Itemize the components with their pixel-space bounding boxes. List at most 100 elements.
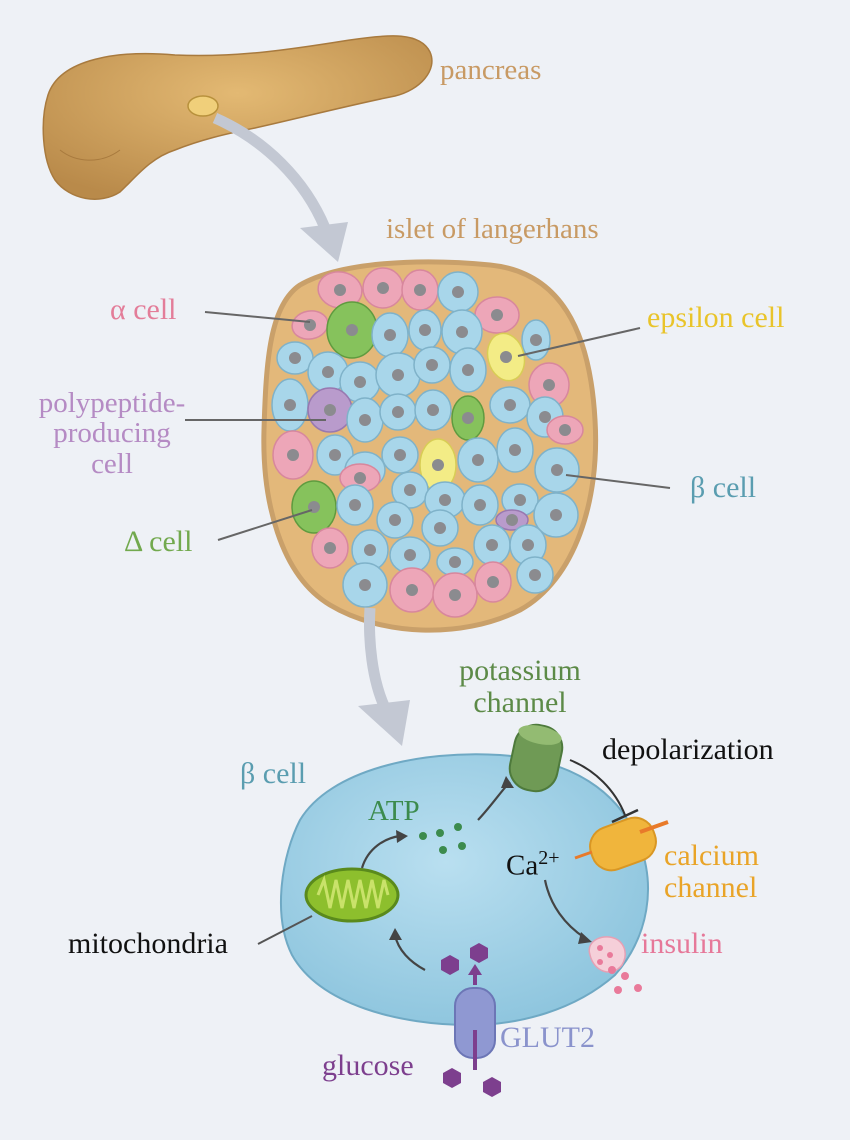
calcium-ion-base: Ca: [506, 849, 539, 882]
cell-nucleus: [456, 326, 468, 338]
potassium-label-line1: potassium: [459, 654, 581, 687]
cell-nucleus: [462, 364, 474, 376]
cell-nucleus: [392, 406, 404, 418]
cell-nucleus: [462, 412, 474, 424]
cell-nucleus: [354, 472, 366, 484]
cell-nucleus: [329, 449, 341, 461]
beta-cell-label: β cell: [690, 471, 757, 504]
cell-nucleus: [559, 424, 571, 436]
cell-nucleus: [334, 284, 346, 296]
cell-nucleus: [404, 549, 416, 561]
cell-nucleus: [452, 286, 464, 298]
glucose-label: glucose: [322, 1049, 414, 1082]
beta-cell-large-label: β cell: [240, 757, 307, 790]
cell-nucleus: [354, 376, 366, 388]
pp-cell-label-line1: polypeptide-: [38, 387, 186, 419]
calcium-ion-label: Ca2+: [506, 848, 560, 881]
cell-nucleus: [486, 539, 498, 551]
cell-nucleus: [392, 369, 404, 381]
cell-nucleus: [346, 324, 358, 336]
epsilon-cell-label: epsilon cell: [647, 301, 785, 334]
potassium-label-line2: channel: [473, 685, 567, 719]
cell-nucleus: [406, 584, 418, 596]
insulin-label: insulin: [641, 927, 723, 960]
cell-nucleus: [487, 576, 499, 588]
leader-lines: [185, 311, 671, 541]
delta-cell-label: Δ cell: [124, 525, 193, 558]
cell-nucleus: [322, 366, 334, 378]
cell-nucleus: [434, 522, 446, 534]
islet-spot: [187, 95, 219, 117]
cell-nucleus: [491, 309, 503, 321]
calcium-ion-charge: 2+: [538, 847, 560, 869]
cell-nucleus: [439, 494, 451, 506]
calcium-label-line1: calcium: [664, 839, 759, 872]
cell-nucleus: [384, 329, 396, 341]
glucose-molecules: [441, 943, 501, 1097]
cell-nucleus: [449, 556, 461, 568]
cell-nucleus: [359, 414, 371, 426]
beta-cell-large: [279, 753, 649, 1027]
pp-cell-label-line2: producing: [53, 417, 171, 450]
cell-nucleus: [359, 579, 371, 591]
cell-nucleus: [551, 464, 563, 476]
pp-cell-label-line3: cell: [91, 447, 133, 480]
cell-nucleus: [414, 284, 426, 296]
insulin-vesicle: [588, 936, 642, 994]
cell-nucleus: [504, 399, 516, 411]
mitochondria-label: mitochondria: [68, 927, 228, 960]
potassium-channel: [508, 723, 564, 793]
cell-nucleus: [449, 589, 461, 601]
cell-nucleus: [287, 449, 299, 461]
cell-nucleus: [404, 484, 416, 496]
cell-nucleus: [324, 542, 336, 554]
islet-label: islet of langerhans: [386, 213, 599, 245]
cell-nucleus: [324, 404, 336, 416]
arrow-to-islet: [212, 112, 331, 231]
cell-nucleus: [394, 449, 406, 461]
cell-nucleus: [550, 509, 562, 521]
calcium-label-line2: channel: [664, 870, 758, 904]
arrow-head-1: [300, 222, 348, 262]
pathway-arrowheads: [389, 776, 592, 944]
cell-nucleus: [419, 324, 431, 336]
potassium-channel-label: potassium channel: [445, 655, 595, 718]
cell-nucleus: [472, 454, 484, 466]
atp-label: ATP: [368, 795, 420, 827]
alpha-cell-label: α cell: [110, 293, 177, 326]
arrow-to-beta-cell: [364, 607, 391, 711]
depolarization-arrow: [569, 759, 626, 816]
cell-nucleus: [514, 494, 526, 506]
glut2-label: GLUT2: [500, 1021, 595, 1054]
arrow-head-2: [358, 700, 410, 746]
cell-nucleus: [432, 459, 444, 471]
cell-nucleus: [377, 282, 389, 294]
cell-nucleus: [474, 499, 486, 511]
pancreas-organ: [42, 35, 433, 200]
islet-of-langerhans: [261, 259, 599, 633]
cell-nucleus: [284, 399, 296, 411]
calcium-channel-label: calcium channel: [664, 840, 759, 903]
cell-nucleus: [529, 569, 541, 581]
glut2-transporter: [454, 964, 496, 1070]
mitochondria-organelle: [304, 867, 400, 923]
depolarization-label: depolarization: [602, 733, 774, 766]
cell-nucleus: [389, 514, 401, 526]
cell-nucleus: [539, 411, 551, 423]
cell-nucleus: [506, 514, 518, 526]
pp-cell-label: polypeptide- producing cell: [22, 387, 202, 480]
atp-molecules: [419, 823, 466, 854]
cell-nucleus: [349, 499, 361, 511]
pancreas-label: pancreas: [440, 54, 542, 86]
cell-nucleus: [364, 544, 376, 556]
cell-nucleus: [543, 379, 555, 391]
cell-nucleus: [289, 352, 301, 364]
cell-nucleus: [522, 539, 534, 551]
cell-nucleus: [500, 351, 512, 363]
cell-nucleus: [426, 359, 438, 371]
mitochondria-leader: [257, 915, 313, 945]
cell-nucleus: [509, 444, 521, 456]
calcium-channel: [574, 816, 669, 872]
